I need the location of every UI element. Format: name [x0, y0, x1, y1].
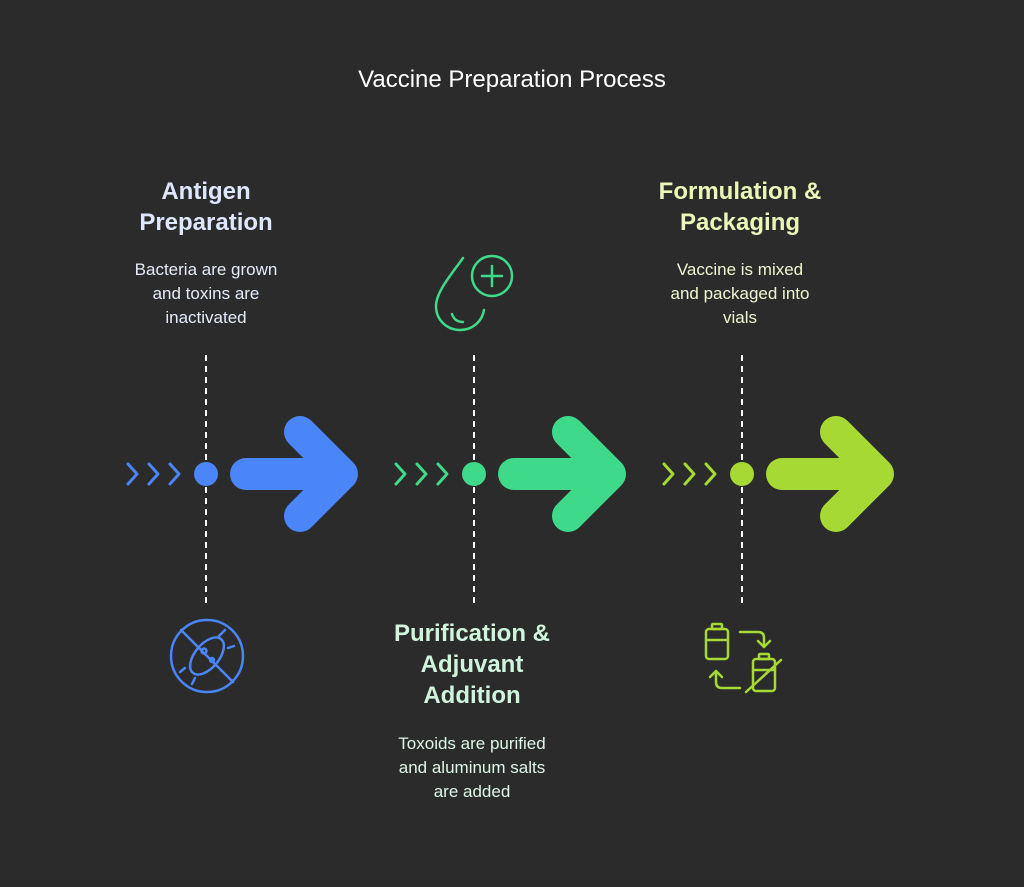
step-2-description: Toxoids are purified and aluminum salts … [352, 732, 592, 804]
step-2-heading: Purification & Adjuvant Addition [352, 618, 592, 711]
step-2-heading-line-2: Adjuvant [420, 651, 524, 678]
step-1-description: Bacteria are grown and toxins are inacti… [86, 258, 326, 330]
diagram-title: Vaccine Preparation Process [358, 66, 666, 93]
step-3-description: Vaccine is mixed and packaged into vials [620, 258, 860, 330]
step-1-description-line-2: and toxins are [152, 284, 260, 303]
step-2-description-line-1: Toxoids are purified [398, 734, 546, 753]
step-3-chevrons [662, 462, 717, 486]
step-1-description-line-1: Bacteria are grown [134, 260, 278, 279]
step-2-node [462, 462, 486, 486]
step-3-heading-line-2: Packaging [679, 209, 801, 236]
step-3-arrow [766, 416, 894, 532]
step-2-heading-line-3: Addition [423, 682, 521, 709]
step-2-chevrons [394, 462, 449, 486]
step-2-arrow [498, 416, 626, 532]
step-2-description-line-2: and aluminum salts [398, 758, 546, 777]
step-2-description-line-3: are added [433, 782, 511, 801]
vial-cycle-icon [704, 622, 783, 694]
step-1-chevrons [126, 462, 181, 486]
step-3-description-line-3: vials [722, 308, 757, 327]
no-bacteria-icon [169, 618, 245, 694]
step-3-description-line-1: Vaccine is mixed [676, 260, 804, 279]
step-1-heading: Antigen Preparation [86, 176, 326, 238]
step-3-heading: Formulation & Packaging [620, 176, 860, 238]
step-1-heading-line-2: Preparation [139, 209, 273, 236]
step-3-node [730, 462, 754, 486]
drop-plus-icon [434, 254, 514, 332]
step-1-arrow [230, 416, 358, 532]
step-3-heading-line-1: Formulation & [658, 178, 822, 205]
step-1-node [194, 462, 218, 486]
step-1-description-line-3: inactivated [165, 308, 247, 327]
step-3-description-line-2: and packaged into [670, 284, 810, 303]
step-1-heading-line-1: Antigen [161, 178, 251, 205]
step-2-heading-line-1: Purification & [393, 620, 550, 647]
